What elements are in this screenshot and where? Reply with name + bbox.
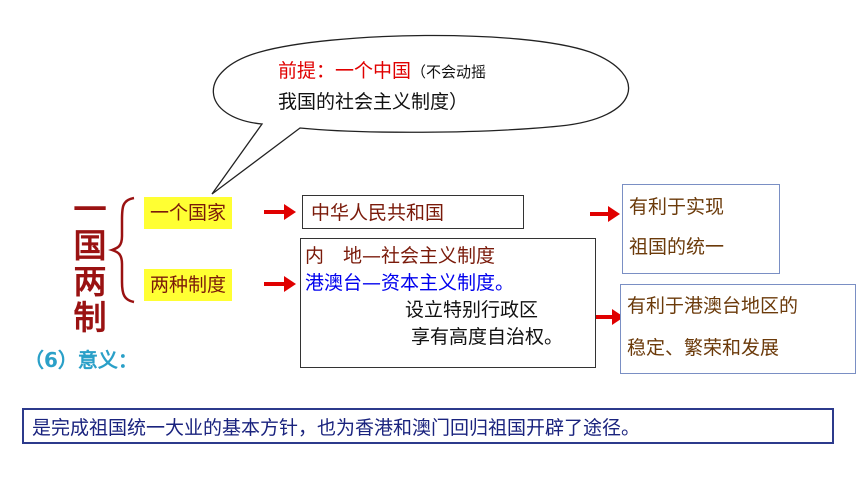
- premise-paren: （不会动摇: [411, 63, 487, 81]
- prosperity-line2: 稳定、繁荣和发展: [627, 337, 780, 359]
- mainland-line: 内 地—社会主义制度: [305, 245, 496, 267]
- arrow-one-country: [264, 204, 296, 220]
- speech-bubble: [211, 34, 630, 195]
- sar-line: 设立特别行政区: [405, 299, 539, 321]
- prosperity-line1: 有利于港澳台地区的: [627, 295, 799, 317]
- unification-line1: 有利于实现: [629, 196, 725, 218]
- hk-macau-tw-line: 港澳台—资本主义制度。: [305, 272, 515, 294]
- two-systems-label: 两种制度: [144, 269, 233, 301]
- premise-label: 前提：一个中国: [278, 60, 412, 82]
- title-char: 制: [73, 298, 107, 337]
- meaning-heading: （6）意义：: [24, 348, 138, 372]
- unification-benefit-box: 有利于实现 祖国的统一: [622, 184, 780, 274]
- two-systems-box: 内 地—社会主义制度 港澳台—资本主义制度。 设立特别行政区 享有高度自治权。: [300, 238, 596, 368]
- one-country-label: 一个国家: [144, 197, 233, 229]
- arrow-to-unification: [590, 206, 620, 222]
- title-char: 国: [73, 226, 107, 265]
- title-char: 两: [73, 262, 107, 301]
- unification-line2: 祖国的统一: [629, 236, 725, 258]
- title-char: 一: [73, 190, 107, 229]
- arrow-to-prosperity: [594, 309, 624, 325]
- curly-brace: [108, 196, 135, 304]
- autonomy-line: 享有高度自治权。: [411, 326, 564, 348]
- prc-box: 中华人民共和国: [302, 195, 524, 229]
- premise-line2: 我国的社会主义制度）: [278, 91, 469, 113]
- prosperity-benefit-box: 有利于港澳台地区的 稳定、繁荣和发展: [620, 284, 856, 374]
- bubble-text: 前提：一个中国（不会动摇 我国的社会主义制度）: [278, 56, 608, 117]
- summary-box: 是完成祖国统一大业的基本方针，也为香港和澳门回归祖国开辟了途径。: [22, 408, 834, 444]
- vertical-title: 一 国 两 制: [70, 192, 110, 336]
- arrow-two-systems: [264, 276, 296, 292]
